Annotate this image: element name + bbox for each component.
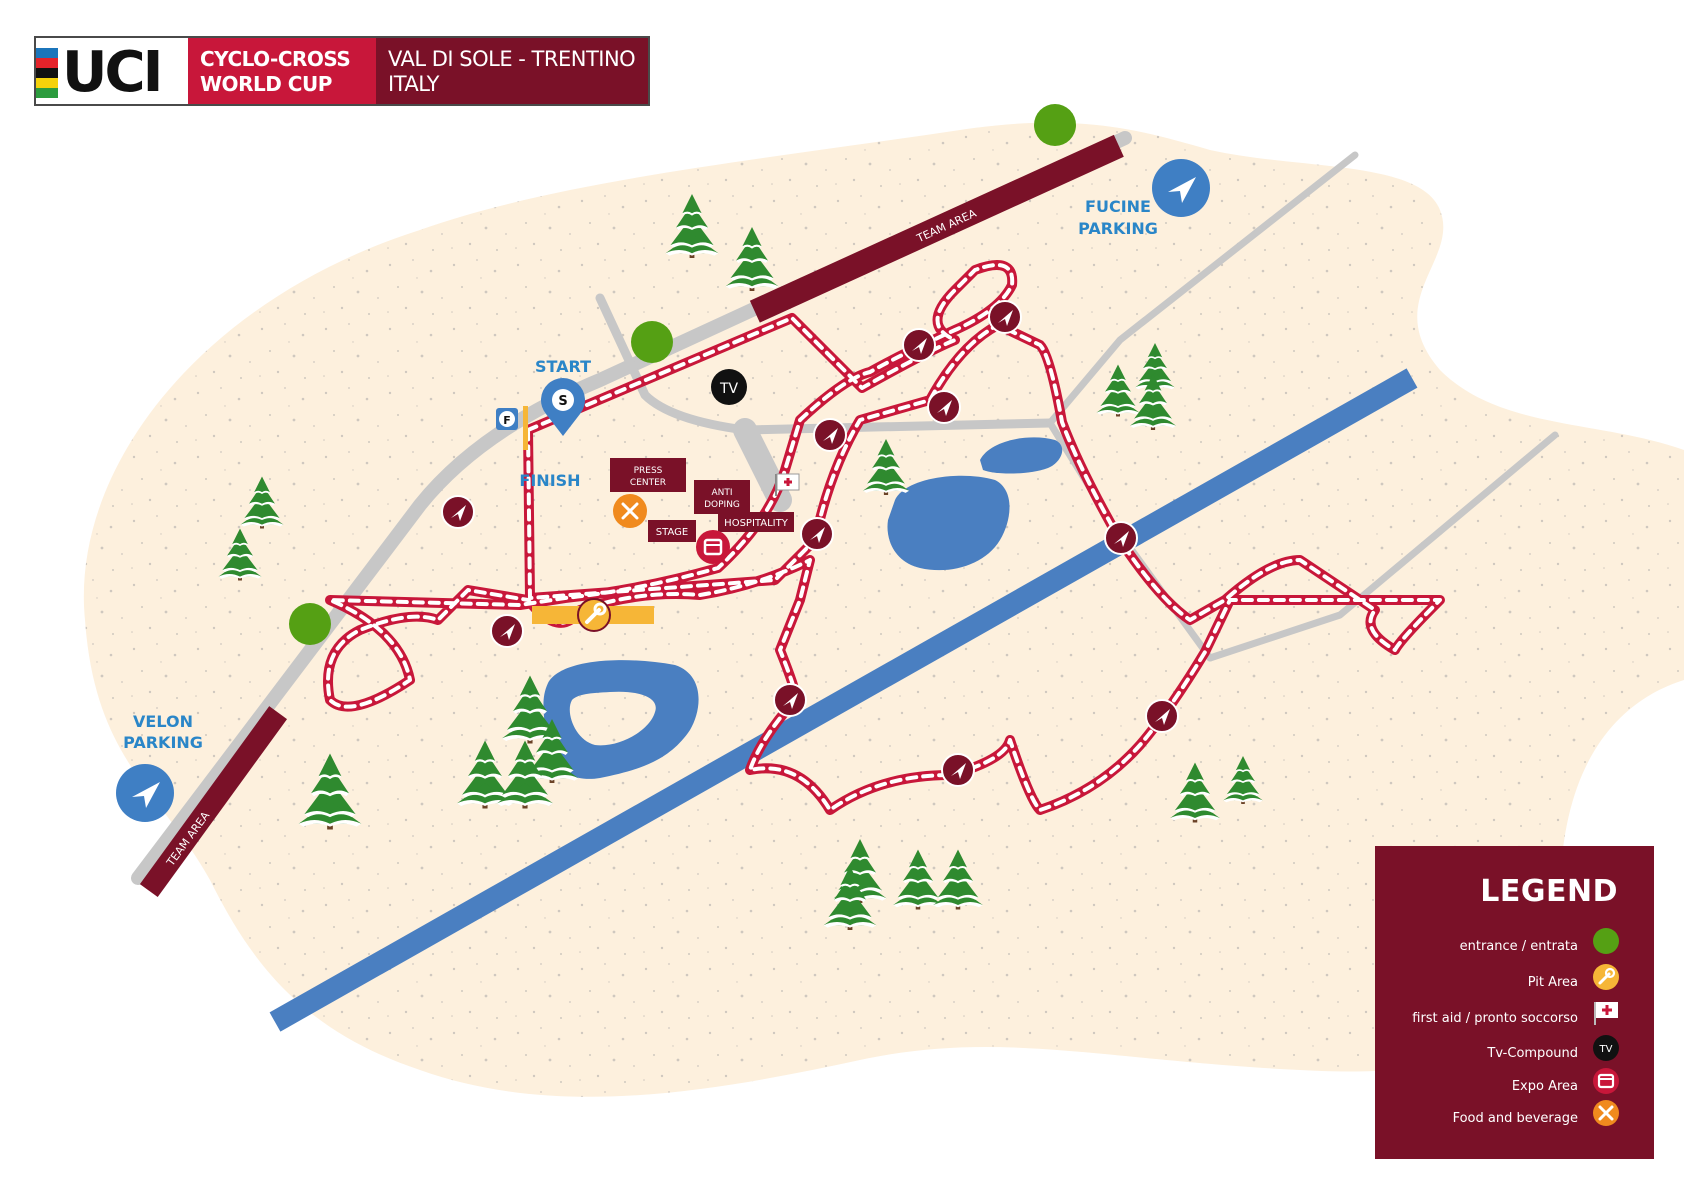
series-line-2: WORLD CUP	[200, 72, 332, 96]
hospitality-label: HOSPITALITY	[724, 518, 789, 529]
fucine-parking: FUCINE PARKING	[1078, 159, 1210, 238]
legend-panel: LEGEND entrance / entrata Pit Area first…	[1375, 846, 1654, 1159]
fucine-label-2: PARKING	[1078, 219, 1158, 238]
legend-item-label: first aid / pronto soccorso	[1412, 1011, 1578, 1026]
event-header: UCI CYCLO-CROSS WORLD CUP VAL DI SOLE - …	[34, 36, 650, 106]
velon-label-1: VELON	[133, 712, 193, 731]
legend-title: LEGEND	[1480, 874, 1618, 909]
entrance-icon	[1593, 928, 1619, 954]
finish-flag-icon: F	[496, 406, 528, 450]
svg-text:TV: TV	[1599, 1044, 1613, 1055]
fucine-label-1: FUCINE	[1085, 197, 1151, 216]
velon-parking: VELON PARKING	[116, 712, 203, 822]
start-pin-icon: S	[541, 378, 585, 436]
anti-label-2: DOPING	[704, 500, 740, 510]
pit-area-icon	[1593, 964, 1619, 990]
series-line-1: CYCLO-CROSS	[200, 47, 351, 71]
pit-area-icon	[577, 598, 611, 632]
hospitality: HOSPITALITY	[718, 512, 794, 532]
first-aid-icon	[775, 473, 800, 496]
anti-label-1: ANTI	[711, 488, 732, 498]
parking-icon	[1152, 159, 1210, 217]
expo-area-icon	[1593, 1068, 1619, 1094]
finish-label: FINISH	[519, 471, 580, 490]
legend-item-label: Food and beverage	[1452, 1111, 1578, 1126]
entrance-icon	[631, 321, 673, 363]
first-aid-icon	[1594, 1002, 1618, 1025]
series-title: CYCLO-CROSS WORLD CUP	[188, 38, 376, 104]
entrance-icon	[289, 603, 331, 645]
finish-flag-letter: F	[503, 414, 511, 427]
river	[269, 368, 1418, 1032]
velon-label-2: PARKING	[123, 733, 203, 752]
press-center: PRESS CENTER	[610, 458, 686, 492]
food-beverage-icon	[1593, 1100, 1619, 1126]
stage-label: STAGE	[656, 527, 688, 538]
start-pin-letter: S	[558, 394, 567, 409]
tv-compound-icon: TV	[1593, 1035, 1619, 1061]
lake-left	[543, 660, 699, 779]
food-beverage-icon	[613, 494, 647, 528]
lake-mid	[887, 475, 1010, 571]
rainbow-stripes-icon	[36, 48, 58, 98]
uci-logo: UCI	[36, 38, 188, 105]
tv-label: TV	[719, 381, 739, 397]
anti-doping: ANTI DOPING	[694, 480, 750, 514]
parking-icon	[116, 764, 174, 822]
press-label-1: PRESS	[634, 466, 663, 476]
legend-item-label: entrance / entrata	[1459, 939, 1578, 954]
entrance-icon	[1034, 104, 1076, 146]
start-label: START	[535, 357, 591, 376]
press-label-2: CENTER	[630, 478, 666, 488]
legend-item-label: Tv-Compound	[1487, 1046, 1578, 1061]
legend-item-label: Pit Area	[1527, 975, 1578, 990]
expo-area-icon	[696, 530, 730, 564]
venue-line-2: ITALY	[388, 72, 440, 96]
tv-compound-icon: TV	[711, 369, 747, 405]
venue-line-1: VAL DI SOLE - TRENTINO	[388, 47, 636, 71]
legend-item-label: Expo Area	[1511, 1079, 1578, 1094]
venue-title: VAL DI SOLE - TRENTINO ITALY	[376, 38, 648, 104]
uci-wordmark: UCI	[62, 40, 163, 105]
stage: STAGE	[648, 520, 696, 542]
lake-small	[980, 437, 1063, 474]
